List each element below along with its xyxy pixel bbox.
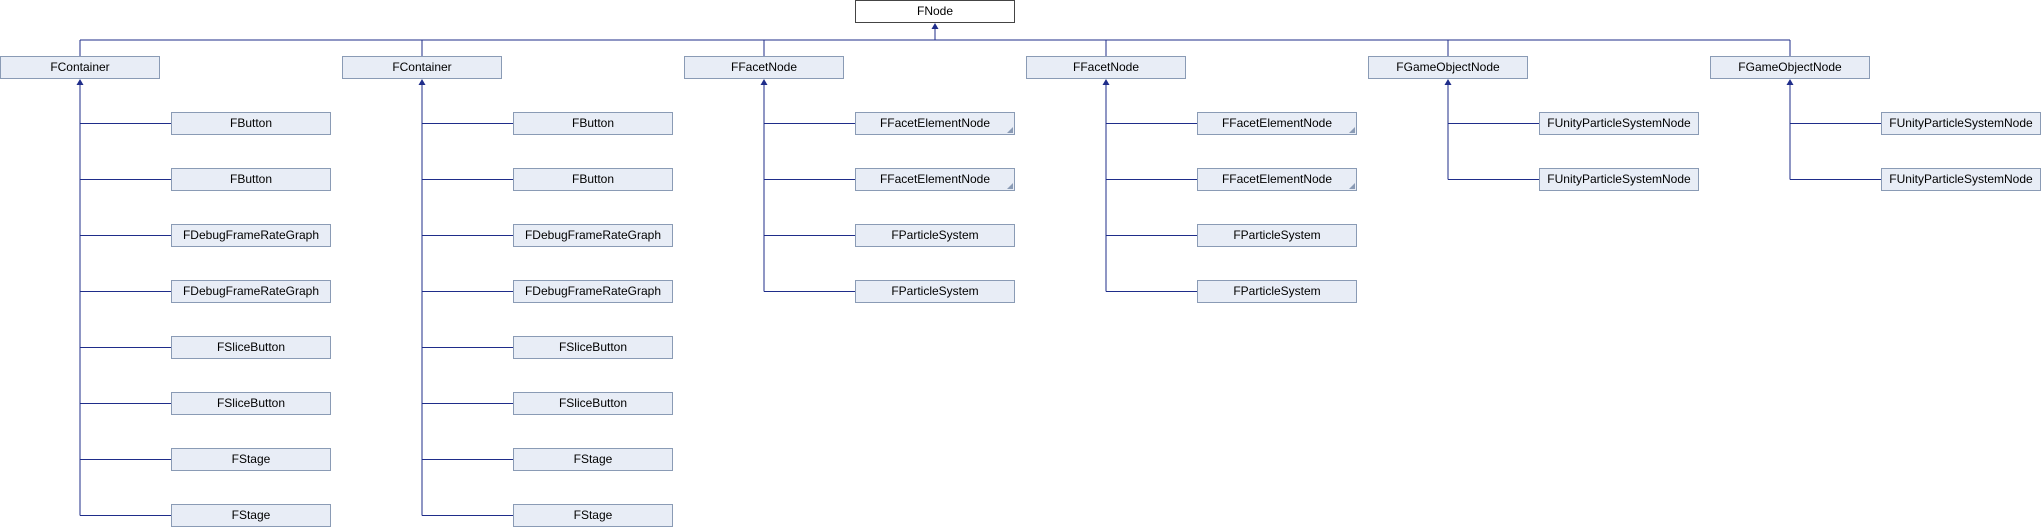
child-node[interactable]: FUnityParticleSystemNode: [1539, 168, 1699, 191]
child-node[interactable]: FStage: [513, 448, 673, 471]
child-node[interactable]: FSliceButton: [513, 392, 673, 415]
parent-node[interactable]: FFacetNode: [684, 56, 844, 79]
child-node[interactable]: FSliceButton: [171, 392, 331, 415]
parent-arrowhead: [1102, 79, 1110, 85]
parent-arrowhead: [76, 79, 84, 85]
child-node[interactable]: FStage: [171, 448, 331, 471]
parent-node[interactable]: FFacetNode: [1026, 56, 1186, 79]
root-node[interactable]: FNode: [855, 0, 1015, 23]
child-node[interactable]: FFacetElementNode: [855, 168, 1015, 191]
child-node[interactable]: FDebugFrameRateGraph: [513, 224, 673, 247]
parent-node[interactable]: FGameObjectNode: [1710, 56, 1870, 79]
parent-arrowhead: [418, 79, 426, 85]
folded-corner-icon: [1007, 127, 1013, 133]
child-node[interactable]: FParticleSystem: [855, 224, 1015, 247]
child-node[interactable]: FDebugFrameRateGraph: [513, 280, 673, 303]
child-node[interactable]: FButton: [171, 112, 331, 135]
child-node[interactable]: FUnityParticleSystemNode: [1881, 168, 2041, 191]
child-node[interactable]: FFacetElementNode: [855, 112, 1015, 135]
child-node[interactable]: FButton: [171, 168, 331, 191]
child-node[interactable]: FFacetElementNode: [1197, 112, 1357, 135]
child-node[interactable]: FParticleSystem: [1197, 224, 1357, 247]
parent-arrowhead: [760, 79, 768, 85]
child-node[interactable]: FUnityParticleSystemNode: [1539, 112, 1699, 135]
root-arrowhead: [931, 23, 939, 29]
child-node[interactable]: FStage: [171, 504, 331, 527]
child-node[interactable]: FUnityParticleSystemNode: [1881, 112, 2041, 135]
child-node[interactable]: FParticleSystem: [1197, 280, 1357, 303]
folded-corner-icon: [1349, 183, 1355, 189]
parent-arrowhead: [1444, 79, 1452, 85]
child-node[interactable]: FSliceButton: [513, 336, 673, 359]
parent-arrowhead: [1786, 79, 1794, 85]
parent-node[interactable]: FContainer: [0, 56, 160, 79]
child-node[interactable]: FButton: [513, 168, 673, 191]
child-node[interactable]: FParticleSystem: [855, 280, 1015, 303]
child-node[interactable]: FFacetElementNode: [1197, 168, 1357, 191]
parent-node[interactable]: FContainer: [342, 56, 502, 79]
child-node[interactable]: FSliceButton: [171, 336, 331, 359]
parent-node[interactable]: FGameObjectNode: [1368, 56, 1528, 79]
child-node[interactable]: FDebugFrameRateGraph: [171, 224, 331, 247]
child-node[interactable]: FButton: [513, 112, 673, 135]
folded-corner-icon: [1349, 127, 1355, 133]
child-node[interactable]: FStage: [513, 504, 673, 527]
child-node[interactable]: FDebugFrameRateGraph: [171, 280, 331, 303]
folded-corner-icon: [1007, 183, 1013, 189]
